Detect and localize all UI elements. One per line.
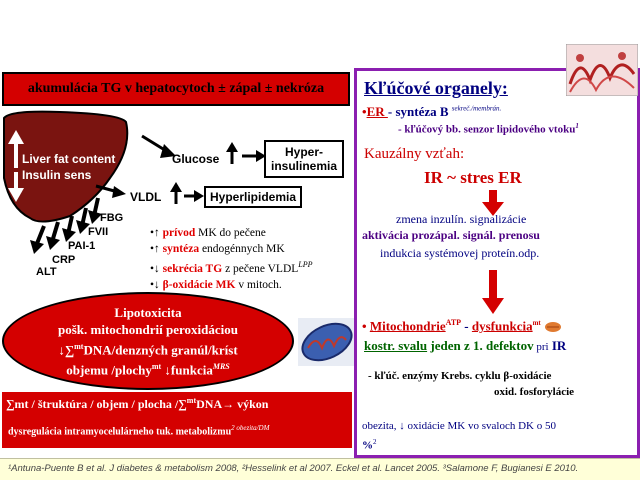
effect-2: aktivácia prozápal. signál. prenosu: [362, 228, 540, 242]
lipotox-line4: objemu /plochymt ↓funkciaMRS: [66, 362, 230, 378]
bullet-item: •↑ prívod MK do pečene: [150, 227, 266, 239]
liver-diagram: Liver fat content Insulin sens Glucose H…: [0, 108, 352, 298]
lipotox-line3: ↓∑mtDNA/denzných granúl/kríst: [58, 341, 238, 357]
bottom-line1: ∑mt / štruktúra / objem / plocha /∑mtDNA…: [6, 396, 269, 411]
right-panel: [354, 68, 640, 458]
marker-pai1: PAI-1: [68, 240, 96, 252]
er-line1: •ER - syntéza B sekreč./membrán.: [362, 104, 502, 119]
effect-3: indukcia systémovej proteín.odp.: [380, 246, 540, 260]
references-footer: ¹Antuna-Puente B et al. J diabetes & met…: [0, 458, 640, 480]
top-strip: [0, 58, 640, 62]
ir-stres-er: IR ~ stres ER: [424, 168, 522, 187]
causal-label: Kauzálny vzťah:: [364, 146, 465, 162]
effect-1: zmena inzulín. signalizácie: [396, 212, 527, 226]
hyperinsulinemia-line2: insulinemia: [270, 159, 338, 173]
lipotoxicity-ellipse: Lipotoxicita pošk. mitochondrií peroxidá…: [2, 292, 294, 390]
lipotox-line1: Lipotoxicita: [114, 304, 182, 320]
right-title: Kľúčové organely:: [364, 78, 508, 98]
vldl-label: VLDL: [130, 190, 162, 204]
down-arrow-1: [482, 190, 504, 216]
bottom-red-block: ∑mt / štruktúra / objem / plocha /∑mtDNA…: [2, 392, 352, 448]
glucose-label: Glucose: [172, 152, 220, 166]
insulin-sens-label: Insulin sens: [22, 168, 92, 182]
hyperinsulinemia-line1: Hyper-: [284, 145, 323, 159]
tg-banner: akumulácia TG v hepatocytoch ± zápal ± n…: [2, 72, 350, 106]
marker-fvii: FVII: [88, 226, 109, 238]
bullet-item: •↓ sekrécia TG z pečene VLDLLPP: [150, 260, 313, 275]
liver-graphic: [3, 110, 266, 254]
mitochondrion-image: [298, 318, 356, 366]
obezita-text: obezita, ↓ oxidácie MK vo svaloch DK o 5…: [362, 420, 556, 452]
krebs-line2: oxid. fosforylácie: [494, 386, 575, 398]
references-text: ¹Antuna-Puente B et al. J diabetes & met…: [8, 463, 579, 474]
hyperlipidemia-box: Hyperlipidemia: [204, 186, 302, 208]
bullet-item: •↓ β-oxidácie MK v mitoch.: [150, 278, 282, 291]
liver-bullets: •↑ prívod MK do pečene •↑ syntéza endogé…: [150, 225, 313, 293]
mito-line: • MitochondrieATP - dysfunkciamt: [362, 318, 562, 334]
bullet-item: •↑ syntéza endogénnych MK: [150, 243, 285, 255]
marker-fbg: FBG: [100, 212, 124, 224]
liver-fat-label: Liver fat content: [22, 152, 116, 166]
marker-crp: CRP: [52, 254, 76, 266]
hyperinsulinemia-box: Hyper- insulinemia: [264, 140, 344, 178]
bottom-line2: dysregulácia intramyocelulárneho tuk. me…: [8, 424, 270, 438]
down-arrow-2: [482, 270, 504, 314]
kostr-line: kostr. svalu jeden z 1. defektov pri IR: [364, 338, 567, 353]
tg-banner-text: akumulácia TG v hepatocytoch ± zápal ± n…: [27, 81, 325, 96]
er-line2: - kľúčový bb. senzor lipidového vtoku1: [398, 122, 579, 136]
er-image: [566, 44, 638, 96]
krebs-line1: - kľúč. enzýmy Krebs. cyklu β-oxidácie: [368, 370, 552, 382]
hyperlipidemia-text: Hyperlipidemia: [209, 190, 297, 204]
muscle-icon: [545, 322, 562, 333]
lipotox-line2: pošk. mitochondrií peroxidáciou: [58, 321, 238, 337]
marker-alt: ALT: [36, 266, 57, 278]
